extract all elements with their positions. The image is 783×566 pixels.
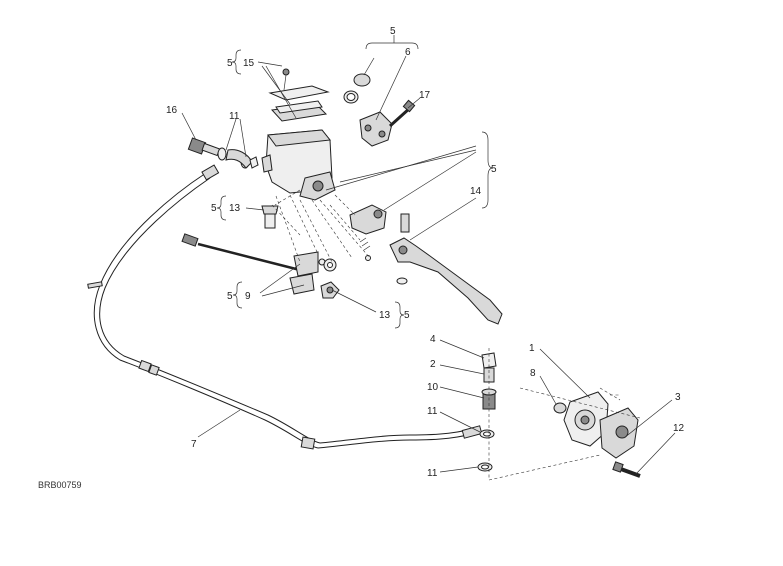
callout-6: 6 [405,47,411,58]
callout-13-right: 13 [379,310,391,321]
clutch-lever [389,237,503,325]
callout-10: 10 [427,382,439,393]
seal-kit [343,73,371,104]
callout-3: 3 [675,392,681,403]
handlebar-clamp [359,99,416,147]
callout-5-left13: 5 [211,203,217,214]
callout-15: 15 [243,58,255,69]
callout-12: 12 [673,423,685,434]
callout-13-left: 13 [229,203,241,214]
pushrod-switch [181,233,340,299]
callout-1: 1 [529,343,535,354]
callout-16: 16 [166,105,178,116]
master-cylinder [261,68,336,201]
callout-5-left9: 5 [227,291,233,302]
callout-11-mid: 11 [427,406,438,417]
screw-13 [261,205,279,229]
callout-9: 9 [245,291,251,302]
callout-4: 4 [430,334,436,345]
callout-7: 7 [191,439,197,450]
clutch-hose [87,164,483,450]
callout-5-top: 5 [390,26,396,37]
callout-14: 14 [470,186,482,197]
callout-11-bot: 11 [427,468,438,479]
callout-5-right13: 5 [404,310,410,321]
callout-17: 17 [419,90,431,101]
banjo-bolt [187,137,259,169]
lever-pivot [349,204,410,261]
leader-lines [181,35,676,475]
callout-5-left15: 5 [227,58,233,69]
grouping-braces [216,49,494,329]
callout-2: 2 [430,359,436,370]
slave-cylinder [488,391,641,481]
diagram-code: BRB00759 [38,480,82,490]
assembly-lines [271,189,641,419]
callout-5-right: 5 [491,164,497,175]
bleeder-assembly [477,348,497,480]
callout-8: 8 [530,368,536,379]
callout-11-top: 11 [229,111,240,122]
callout-labels: 5 6 17 5 15 16 11 5 13 5 14 5 9 13 5 4 2… [38,26,685,490]
